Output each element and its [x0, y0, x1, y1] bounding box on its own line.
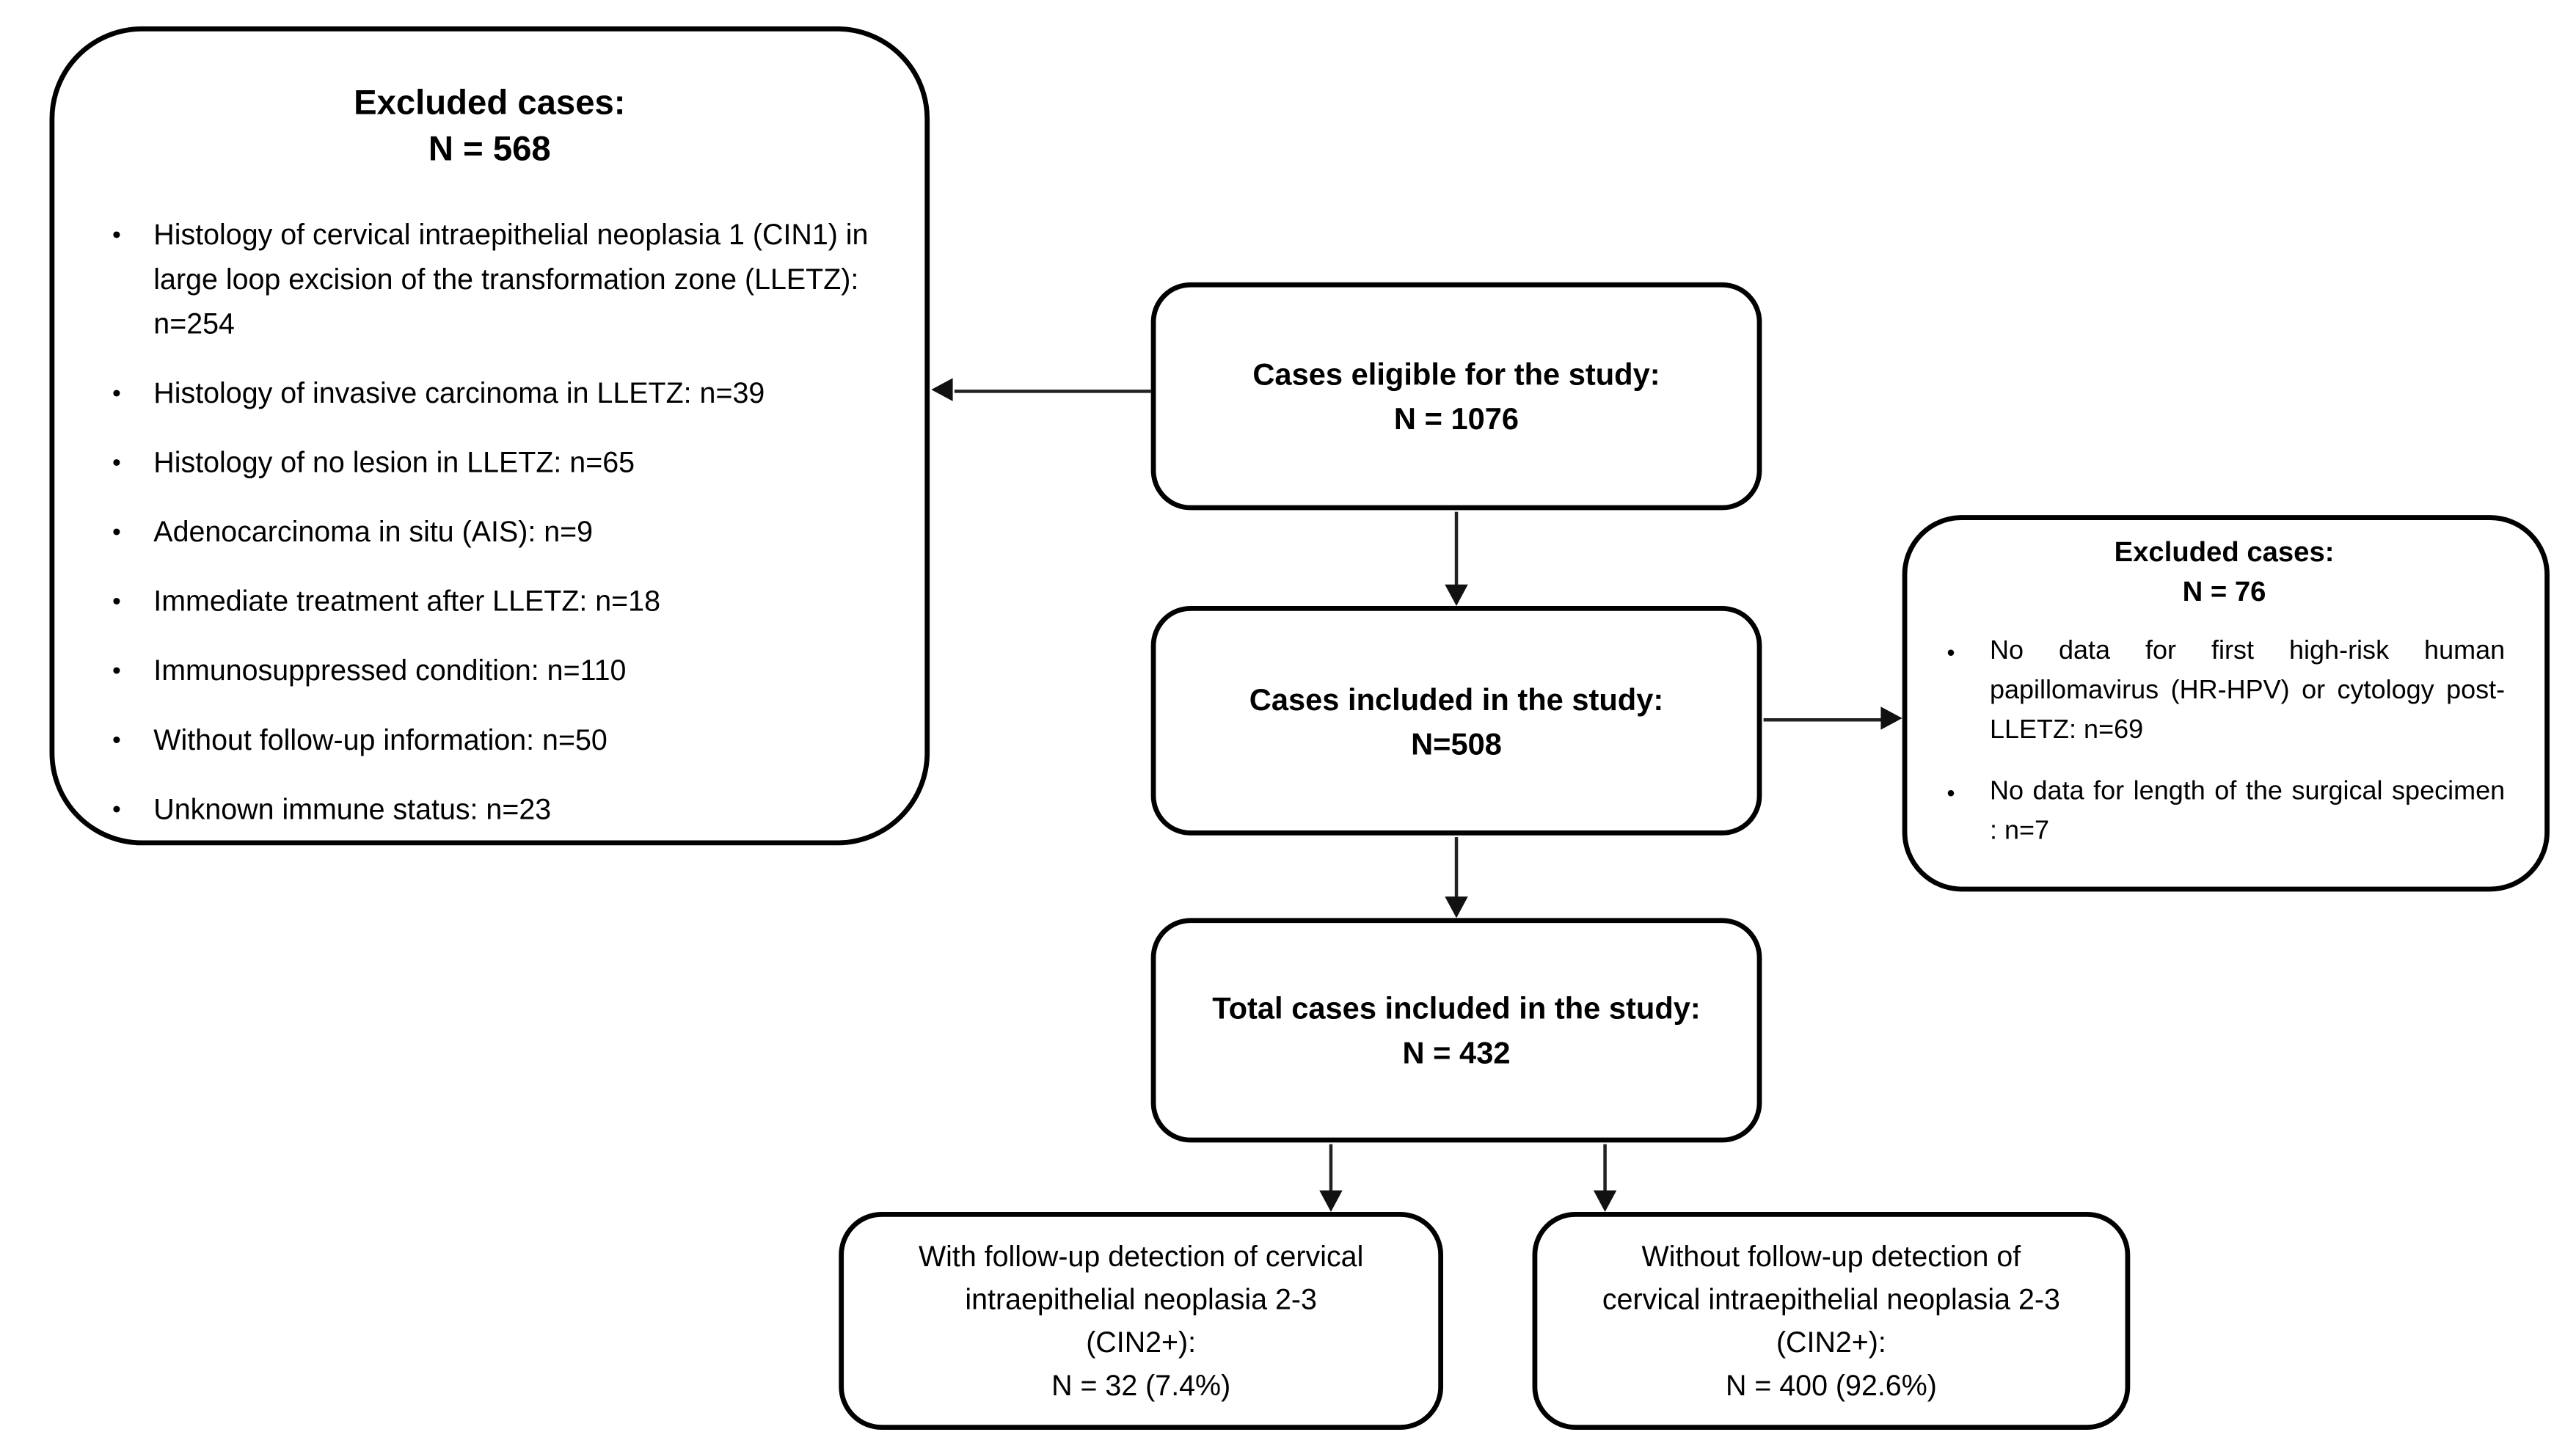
bullet-marker: •: [112, 449, 121, 478]
bullet-marker: •: [112, 726, 121, 755]
bullet-marker: •: [112, 795, 121, 825]
included-title: Cases included in the study:: [1249, 681, 1664, 716]
list-item: • No data for length of the surgical spe…: [1944, 772, 2505, 852]
bullet-text: Immunosuppressed condition: n=110: [153, 654, 627, 687]
arrow-down-icon: [1319, 1190, 1343, 1212]
cin2-negative-box: Without follow-up detection of cervical …: [1532, 1211, 2131, 1431]
bullet-text: Histology of no lesion in LLETZ: n=65: [153, 445, 635, 479]
list-item: • Histology of invasive carcinoma in LLE…: [98, 371, 879, 416]
eligible-box: Cases eligible for the study: N = 1076: [1150, 282, 1762, 511]
cin2-negative-line: Without follow-up detection of: [1641, 1240, 2021, 1274]
total-title: Total cases included in the study:: [1212, 990, 1701, 1026]
excluded-right-bullet-list: • No data for first high-risk human papi…: [1944, 632, 2505, 852]
eligible-title: Cases eligible for the study:: [1252, 357, 1660, 392]
excluded-right-count: N = 76: [2182, 576, 2266, 608]
bullet-text: Histology of cervical intraepithelial ne…: [153, 218, 869, 340]
list-item: • Immediate treatment after LLETZ: n=18: [98, 580, 879, 624]
arrow-down-icon: [1593, 1190, 1617, 1212]
bullet-marker: •: [112, 379, 121, 408]
list-item: • Histology of cervical intraepithelial …: [98, 213, 879, 346]
list-item: • Without follow-up information: n=50: [98, 718, 879, 763]
arrow-eligible-to-included-line: [1454, 511, 1458, 586]
bullet-marker: •: [112, 657, 121, 685]
arrow-down-icon: [1445, 896, 1468, 918]
arrow-included-to-total-line: [1454, 837, 1458, 904]
excluded-right-title: Excluded cases: N = 76: [1944, 533, 2505, 613]
excluded-right-box: Excluded cases: N = 76 • No data for fir…: [1902, 515, 2550, 892]
cin2-negative-line: (CIN2+):: [1776, 1326, 1886, 1359]
cin2-negative-line: cervical intraepithelial neoplasia 2-3: [1602, 1282, 2060, 1316]
bullet-marker: •: [112, 221, 121, 249]
cin2-positive-box: With follow-up detection of cervical int…: [839, 1211, 1444, 1431]
excluded-left-bullet-list: • Histology of cervical intraepithelial …: [54, 213, 924, 832]
arrow-included-to-excluded-line: [1763, 718, 1884, 721]
bullet-marker: •: [1946, 779, 1955, 806]
list-item: • Adenocarcinoma in situ (AIS): n=9: [98, 510, 879, 555]
total-box: Total cases included in the study: N = 4…: [1150, 918, 1762, 1143]
arrow-down-icon: [1445, 584, 1468, 606]
bullet-text: No data for first high-risk human papill…: [1989, 637, 2506, 745]
excluded-left-title-line: Excluded cases:: [354, 84, 626, 123]
cin2-positive-line: With follow-up detection of cervical: [918, 1240, 1364, 1274]
list-item: • No data for first high-risk human papi…: [1944, 632, 2505, 751]
bullet-text: Unknown immune status: n=23: [153, 792, 552, 826]
bullet-marker: •: [112, 518, 121, 547]
cin2-positive-count: N = 32 (7.4%): [1051, 1368, 1231, 1402]
bullet-marker: •: [112, 588, 121, 616]
bullet-text: Histology of invasive carcinoma in LLETZ…: [153, 376, 765, 410]
total-count: N = 432: [1402, 1035, 1511, 1070]
list-item: • Immunosuppressed condition: n=110: [98, 649, 879, 693]
bullet-text: Immediate treatment after LLETZ: n=18: [153, 584, 660, 618]
list-item: • Unknown immune status: n=23: [98, 788, 879, 833]
excluded-left-box: Excluded cases: N = 568 • Histology of c…: [49, 26, 930, 846]
arrow-total-to-cin2-negative-line: [1603, 1144, 1606, 1192]
bullet-text: Without follow-up information: n=50: [153, 723, 607, 756]
cin2-positive-line: intraepithelial neoplasia 2-3: [965, 1282, 1317, 1316]
excluded-left-title: Excluded cases: N = 568: [54, 81, 924, 173]
included-box: Cases included in the study: N=508: [1150, 605, 1762, 836]
cin2-positive-line: (CIN2+):: [1086, 1326, 1197, 1359]
bullet-marker: •: [1946, 638, 1955, 665]
included-count: N=508: [1411, 726, 1502, 761]
cin2-negative-count: N = 400 (92.6%): [1725, 1368, 1937, 1402]
excluded-left-count: N = 568: [428, 130, 551, 169]
eligible-count: N = 1076: [1393, 401, 1519, 436]
arrow-left-icon: [931, 378, 953, 401]
arrow-eligible-to-excluded-line: [954, 390, 1151, 392]
bullet-text: No data for length of the surgical speci…: [1989, 778, 2506, 846]
arrow-right-icon: [1880, 706, 1902, 730]
bullet-text: Adenocarcinoma in situ (AIS): n=9: [153, 515, 594, 549]
list-item: • Histology of no lesion in LLETZ: n=65: [98, 441, 879, 486]
excluded-right-title-line: Excluded cases:: [2114, 536, 2335, 569]
arrow-total-to-cin2-positive-line: [1329, 1144, 1332, 1192]
